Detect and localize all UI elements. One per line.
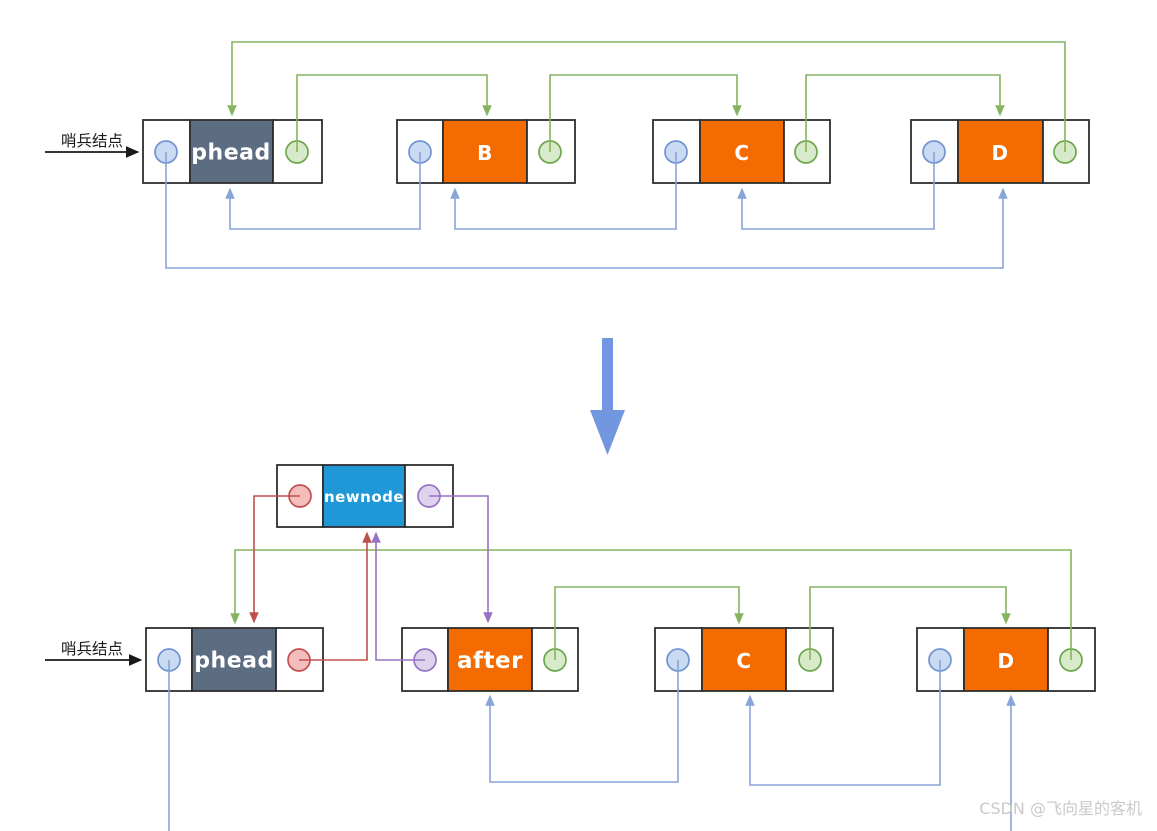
arrow-bottom-phead-prev-to-d-wrap [168,660,1016,831]
top-b-label: B [477,141,493,165]
top-node-phead: phead [142,119,323,184]
bottom-node-phead: phead [145,627,324,692]
arrow-phead-next-to-newnode [299,531,372,661]
bottom-prev-pointers [168,660,1016,831]
top-d-label: D [991,141,1008,165]
bottom-next-pointers [230,549,1072,660]
arrow-top-c-prev-to-b [450,152,677,230]
arrow-top-b-next-to-c [549,74,742,152]
top-phead-label: phead [191,141,270,166]
newnode-label: newnode [324,488,404,506]
bottom-c-data-cell [701,627,787,692]
top-prev-pointers [165,152,1008,269]
top-node-c: C [652,119,831,184]
bottom-c-label: C [736,649,751,673]
arrow-top-c-next-to-d [805,74,1005,152]
arrow-top-phead-prev-to-d-wrap [165,152,1008,269]
bottom-diagram: 哨兵结点 newnode phead after [45,464,1096,831]
arrow-newnode-prev-to-phead [249,495,300,624]
top-diagram: 哨兵结点 phead B C [45,41,1090,269]
top-d-data-cell [957,119,1044,184]
arrow-bottom-c-prev-to-after [485,660,679,783]
top-node-b: B [396,119,576,184]
top-phead-data-cell [189,119,274,184]
bottom-sentinel-label: 哨兵结点 [61,640,123,658]
newnode-data-cell [322,464,406,528]
top-next-pointers [227,41,1066,152]
arrow-top-d-prev-to-c [737,152,935,230]
after-label: after [457,648,523,674]
bottom-phead-data-cell [191,627,277,692]
bottom-d-data-cell [963,627,1049,692]
arrow-bottom-c-next-to-d [809,586,1011,660]
arrow-bottom-d-next-to-phead-wrap [230,549,1072,660]
transition-down-arrow [590,338,625,455]
bottom-node-c: C [654,627,834,692]
bottom-node-d: D [916,627,1096,692]
arrow-bottom-after-next-to-c [554,586,744,660]
top-b-data-cell [442,119,528,184]
bottom-purple-links [371,495,493,661]
arrow-top-phead-next-to-b [296,74,492,152]
top-node-d: D [910,119,1090,184]
arrow-top-b-prev-to-phead [225,152,421,230]
bottom-node-newnode: newnode [276,464,454,528]
arrow-bottom-d-prev-to-c [745,660,941,786]
arrow-after-prev-to-newnode [371,531,425,661]
bottom-d-label: D [997,649,1014,673]
csdn-watermark: CSDN @飞向星的客机 [979,799,1142,818]
top-sentinel-label: 哨兵结点 [61,132,123,150]
bottom-red-links [249,495,372,661]
bottom-node-after: after [401,627,579,692]
top-c-label: C [734,141,749,165]
bottom-phead-label: phead [194,649,273,674]
after-data-cell [447,627,533,692]
arrow-top-d-next-to-phead-wrap [227,41,1066,152]
arrow-newnode-next-to-after [429,495,493,624]
